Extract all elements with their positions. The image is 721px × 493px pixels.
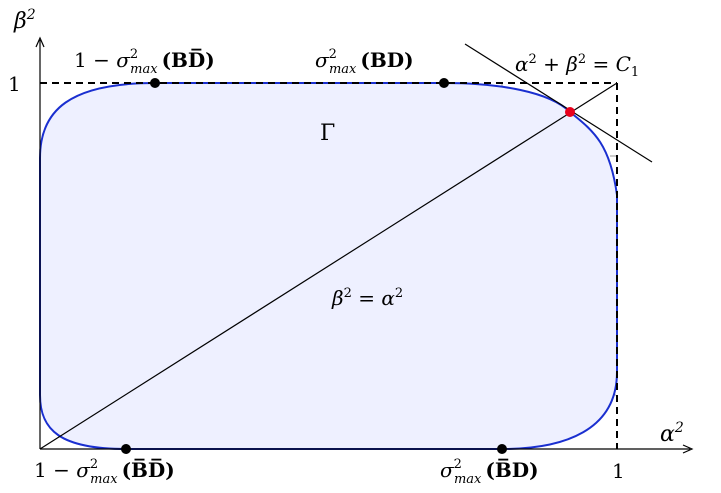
y-tick-one: 1 <box>8 72 21 96</box>
x-tick-one: 1 <box>612 459 625 483</box>
region-label: Γ <box>320 121 335 146</box>
point-top-left <box>150 78 160 88</box>
point-bottom-right <box>497 444 507 454</box>
tangent-line <box>464 43 653 163</box>
y-axis-label: β2 <box>13 7 36 34</box>
x-axis-arrow-icon <box>682 444 694 454</box>
tangent-point <box>565 107 575 117</box>
point-bottom-left <box>121 444 131 454</box>
point-top-right <box>439 78 449 88</box>
y-axis-arrow-icon <box>35 36 45 48</box>
diagonal-equation: β2 = α2 <box>331 286 403 310</box>
axes <box>35 36 694 454</box>
diagonal-line <box>39 82 618 450</box>
x-axis-label: α2 <box>660 420 684 447</box>
tangent-equation: α2 + β2 = C1 <box>515 52 639 80</box>
unit-square <box>40 82 618 449</box>
